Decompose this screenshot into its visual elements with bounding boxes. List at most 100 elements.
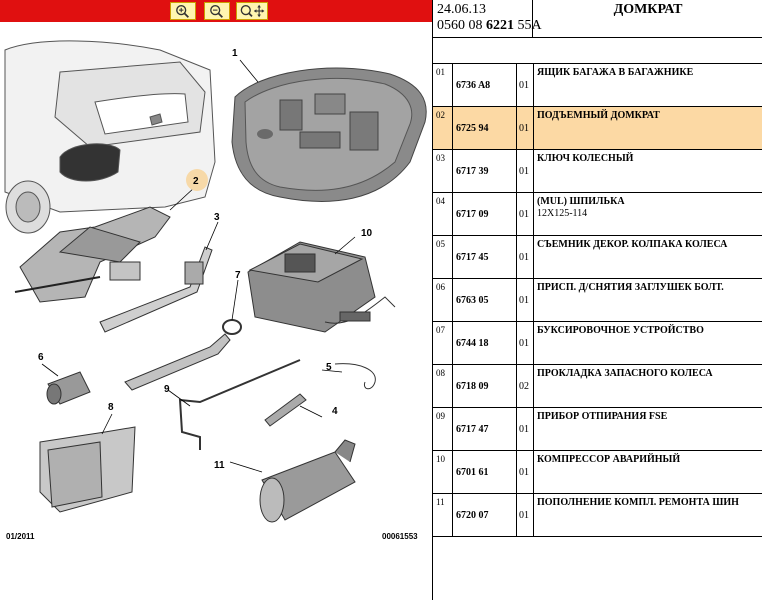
part-code-cell: 6701 61 bbox=[453, 451, 517, 493]
description-cell: ПРИБОР ОТПИРАНИЯ FSE bbox=[534, 408, 762, 450]
car-rear-illustration bbox=[4, 40, 216, 234]
scissor-jack bbox=[14, 206, 171, 303]
ref-bold: 6221 bbox=[486, 18, 514, 33]
description-cell: КОМПРЕССОР АВАРИЙНЫЙ bbox=[534, 451, 762, 493]
quantity-cell: 01 bbox=[517, 193, 534, 235]
pan-button[interactable] bbox=[236, 2, 268, 20]
part-code-cell: 6763 05 bbox=[453, 279, 517, 321]
part-code[interactable]: 6701 61 bbox=[456, 467, 489, 478]
quantity: 01 bbox=[519, 467, 529, 478]
quantity: 01 bbox=[519, 424, 529, 435]
callout-4[interactable]: 4 bbox=[332, 406, 338, 417]
quantity-cell: 01 bbox=[517, 64, 534, 106]
magnifier-move-icon bbox=[240, 4, 265, 18]
plug-removal-tool bbox=[46, 371, 91, 405]
quantity: 01 bbox=[519, 80, 529, 91]
quantity-cell: 01 bbox=[517, 279, 534, 321]
ref-prefix: 0560 08 bbox=[437, 18, 486, 33]
wheel-stud bbox=[264, 393, 307, 427]
quantity: 01 bbox=[519, 338, 529, 349]
part-code-cell: 6717 09 bbox=[453, 193, 517, 235]
part-code-cell: 6717 47 bbox=[453, 408, 517, 450]
quantity: 02 bbox=[519, 381, 529, 392]
diagram-toolbar bbox=[0, 0, 432, 22]
part-code[interactable]: 6725 94 bbox=[456, 123, 489, 134]
callout-7[interactable]: 7 bbox=[235, 270, 241, 281]
description-cell: ПОПОЛНЕНИЕ КОМПЛ. РЕМОНТА ШИН bbox=[534, 494, 762, 536]
quantity: 01 bbox=[519, 123, 529, 134]
callout-3[interactable]: 3 bbox=[214, 212, 220, 223]
leader-lines bbox=[41, 59, 356, 473]
callout-1[interactable]: 1 bbox=[232, 48, 238, 59]
row-number: 02 bbox=[433, 107, 453, 149]
callout-5[interactable]: 5 bbox=[326, 362, 332, 373]
part-code[interactable]: 6736 A8 bbox=[456, 80, 491, 91]
description-cell: ПОДЪЕМНЫЙ ДОМКРАТ bbox=[534, 107, 762, 149]
part-description: ПРИБОР ОТПИРАНИЯ FSE bbox=[537, 411, 668, 422]
row-number: 04 bbox=[433, 193, 453, 235]
part-description: ПОДЪЕМНЫЙ ДОМКРАТ bbox=[537, 110, 660, 121]
callout-6[interactable]: 6 bbox=[38, 352, 44, 363]
row-number: 06 bbox=[433, 279, 453, 321]
header-date: 24.06.13 bbox=[437, 2, 486, 17]
quantity-cell: 02 bbox=[517, 365, 534, 407]
tyre-repair-bottle bbox=[259, 439, 356, 523]
part-code[interactable]: 6763 05 bbox=[456, 295, 489, 306]
parts-diagram-panel: 1 2 3 4 5 6 7 8 9 10 11 01/2011 00061553 bbox=[0, 0, 432, 541]
callout-9[interactable]: 9 bbox=[164, 384, 170, 395]
part-description: СЪЕМНИК ДЕКОР. КОЛПАКА КОЛЕСА bbox=[537, 239, 728, 250]
part-code-cell: 6744 18 bbox=[453, 322, 517, 364]
spare-wheel-spacer bbox=[39, 426, 136, 513]
part-code[interactable]: 6717 39 bbox=[456, 166, 489, 177]
callout-10[interactable]: 10 bbox=[361, 228, 373, 239]
part-code-cell: 6717 39 bbox=[453, 150, 517, 192]
row-number: 03 bbox=[433, 150, 453, 192]
description-cell: ПРОКЛАДКА ЗАПАСНОГО КОЛЕСА bbox=[534, 365, 762, 407]
towing-eye bbox=[124, 319, 242, 391]
zoom-in-button[interactable] bbox=[170, 2, 196, 20]
quantity: 01 bbox=[519, 252, 529, 263]
header-title-box: ДОМКРАТ bbox=[533, 0, 762, 38]
callout-11[interactable]: 11 bbox=[214, 460, 225, 471]
quantity-cell: 01 bbox=[517, 150, 534, 192]
part-code[interactable]: 6717 09 bbox=[456, 209, 489, 220]
part-code[interactable]: 6717 45 bbox=[456, 252, 489, 263]
part-code[interactable]: 6718 09 bbox=[456, 381, 489, 392]
exploded-view-illustration: 1 2 3 4 5 6 7 8 9 10 11 bbox=[4, 40, 427, 523]
part-code[interactable]: 6717 47 bbox=[456, 424, 489, 435]
quantity-cell: 01 bbox=[517, 107, 534, 149]
hubcap-remover bbox=[334, 363, 376, 390]
callout-8[interactable]: 8 bbox=[108, 402, 114, 413]
part-description: БУКСИРОВОЧНОЕ УСТРОЙСТВО bbox=[537, 325, 704, 336]
callout-2-highlight bbox=[186, 169, 208, 191]
part-description: (MUL) ШПИЛЬКА bbox=[537, 196, 625, 207]
diagram-date-code: 01/2011 bbox=[6, 532, 35, 541]
fse-unlocking-tool bbox=[178, 359, 301, 450]
quantity-cell: 01 bbox=[517, 451, 534, 493]
part-code-cell: 6736 A8 bbox=[453, 64, 517, 106]
zoom-out-button[interactable] bbox=[204, 2, 230, 20]
page-title: ДОМКРАТ bbox=[613, 2, 683, 17]
part-code[interactable]: 6720 07 bbox=[456, 510, 489, 521]
part-spec: 12X125-114 bbox=[537, 208, 588, 219]
part-code[interactable]: 6744 18 bbox=[456, 338, 489, 349]
row-number: 01 bbox=[433, 64, 453, 106]
callout-2[interactable]: 2 bbox=[193, 176, 199, 187]
row-number: 05 bbox=[433, 236, 453, 278]
description-cell: ЯЩИК БАГАЖА В БАГАЖНИКЕ bbox=[534, 64, 762, 106]
quantity: 01 bbox=[519, 209, 529, 220]
diagram-doc-number: 00061553 bbox=[382, 532, 418, 541]
part-description: ПОПОЛНЕНИЕ КОМПЛ. РЕМОНТА ШИН bbox=[537, 497, 739, 508]
